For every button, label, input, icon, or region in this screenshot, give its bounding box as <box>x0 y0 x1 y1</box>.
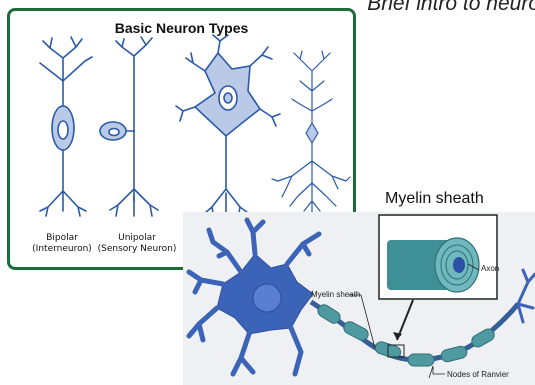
nucleus <box>253 284 281 312</box>
bipolar-neuron <box>40 37 92 216</box>
multipolar-neuron <box>176 35 280 219</box>
label-myelin-sheath: Myelin sheath <box>311 290 360 299</box>
caption-unipolar-line2: (Sensory Neuron) <box>82 244 192 255</box>
myelin-heading: Myelin sheath <box>385 190 484 208</box>
unipolar-neuron <box>100 37 158 216</box>
cutaway-sheath <box>387 238 479 292</box>
label-axon: Axon <box>481 264 499 273</box>
myelin-photo: Axon Myelin sheath Nodes of Ranvier <box>183 212 535 385</box>
caption-unipolar-line1: Unipolar <box>82 233 192 244</box>
caption-unipolar: Unipolar (Sensory Neuron) <box>82 233 192 255</box>
label-nodes-of-ranvier: Nodes of Ranvier <box>447 370 509 379</box>
pyramidal-neuron <box>272 51 350 216</box>
